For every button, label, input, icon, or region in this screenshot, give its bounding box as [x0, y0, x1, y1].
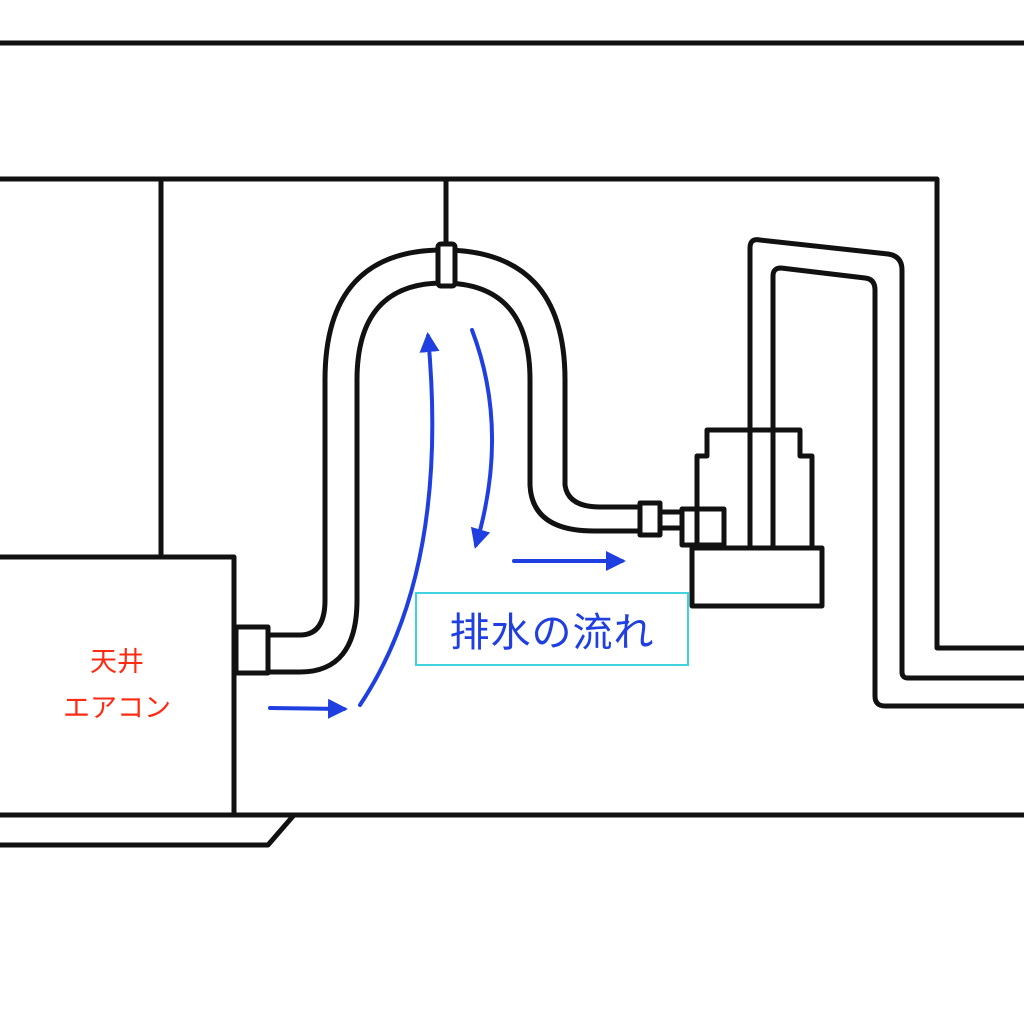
flow-arrow — [470, 328, 495, 549]
ceiling-space-frame — [0, 176, 1024, 651]
ac-unit-label: 天井 エアコン — [0, 640, 234, 732]
flow-label-box: 排水の流れ — [415, 592, 689, 666]
ac-unit-panel — [0, 812, 297, 848]
pump-inlet-fitting — [679, 506, 727, 548]
drain-hose-inner — [265, 247, 646, 638]
hose-joint — [657, 509, 685, 531]
ac-unit-label-line2: エアコン — [63, 693, 171, 724]
ac-drain-outlet — [233, 624, 271, 676]
drain-flow-label: 排水の流れ — [449, 610, 655, 656]
hose-coupling — [637, 500, 663, 538]
drain-pump-body — [694, 427, 815, 551]
flow-arrow — [268, 698, 348, 719]
drain-pump-base — [689, 545, 825, 609]
flow-arrow — [358, 332, 440, 707]
discharge-pipe-inner — [770, 265, 1024, 709]
ac-unit-label-line1: 天井 — [90, 647, 144, 678]
hose-hanger-clamp — [435, 241, 458, 289]
discharge-pipe-outer — [747, 237, 1024, 681]
